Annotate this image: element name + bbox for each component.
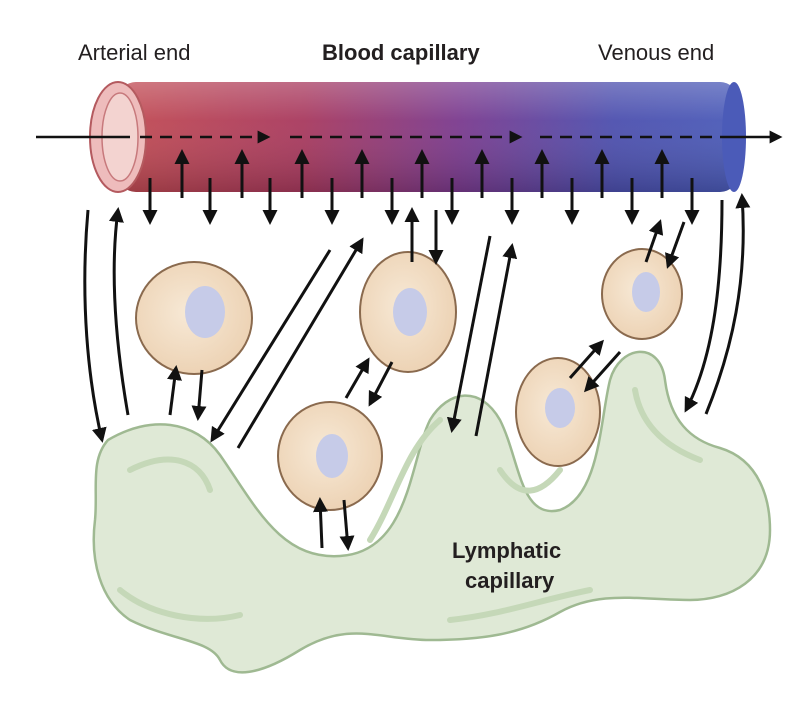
nucleus [185, 286, 225, 338]
tissue-cell [359, 251, 457, 373]
lymphatic-label-line2: capillary [464, 568, 555, 593]
arterial-end-label: Arterial end [78, 40, 191, 65]
tissue-cell [277, 401, 383, 511]
blood-capillary-label: Blood capillary [322, 40, 480, 65]
lymphatic-capillary-label: Lymphatic capillary [452, 536, 561, 596]
nucleus [632, 272, 660, 312]
interstitial-arrows [83, 193, 751, 551]
lymphatic-capillary [92, 350, 772, 674]
nucleus [316, 434, 348, 478]
tissue-cells [135, 248, 683, 511]
vessel-exchange-arrows [142, 149, 700, 225]
venous-end-label: Venous end [598, 40, 715, 65]
tissue-cell [135, 261, 253, 375]
nucleus [545, 388, 575, 428]
lymphatic-label-line1: Lymphatic [452, 538, 562, 563]
tissue-cell [515, 357, 601, 467]
tissue-cell [601, 248, 683, 340]
nucleus [393, 288, 427, 336]
